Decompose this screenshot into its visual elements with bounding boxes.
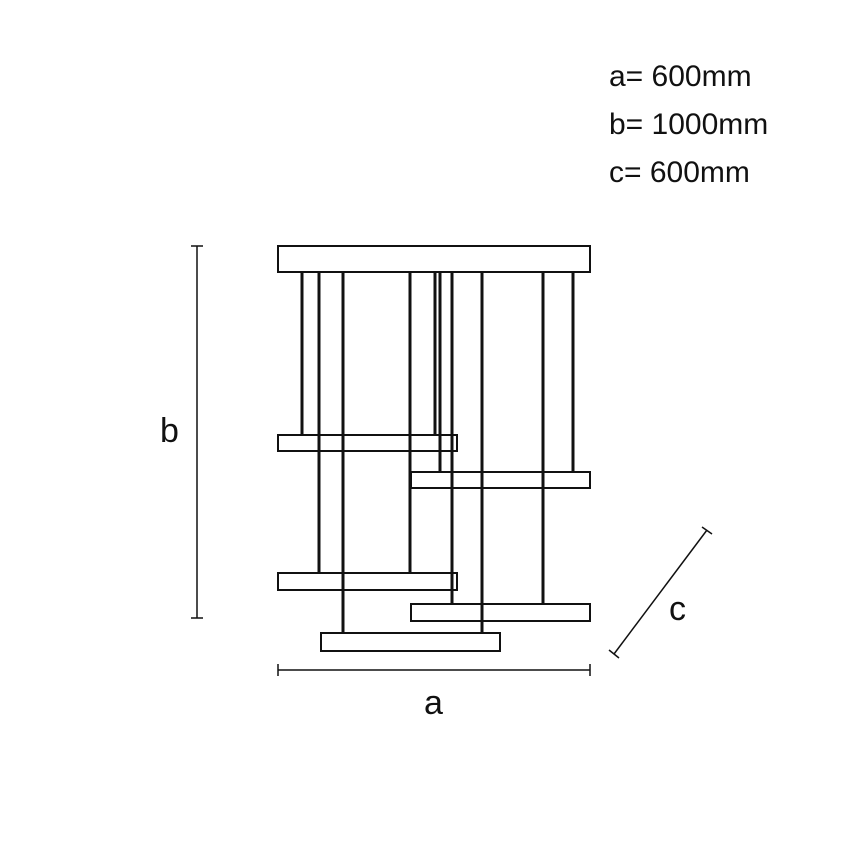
ring-3 — [277, 572, 458, 591]
spec-b: b= 1000mm — [609, 108, 769, 141]
label-c: c — [669, 590, 686, 628]
ring-5 — [320, 632, 501, 652]
spec-a: a= 600mm — [609, 60, 752, 93]
label-b: b — [160, 412, 179, 450]
ring-4 — [410, 603, 591, 622]
spec-c: c= 600mm — [609, 156, 750, 189]
ceiling-canopy — [277, 245, 591, 273]
ring-1 — [277, 434, 458, 452]
label-a: a — [424, 684, 443, 722]
ring-2 — [410, 471, 591, 489]
dimension-c-line — [613, 529, 708, 655]
